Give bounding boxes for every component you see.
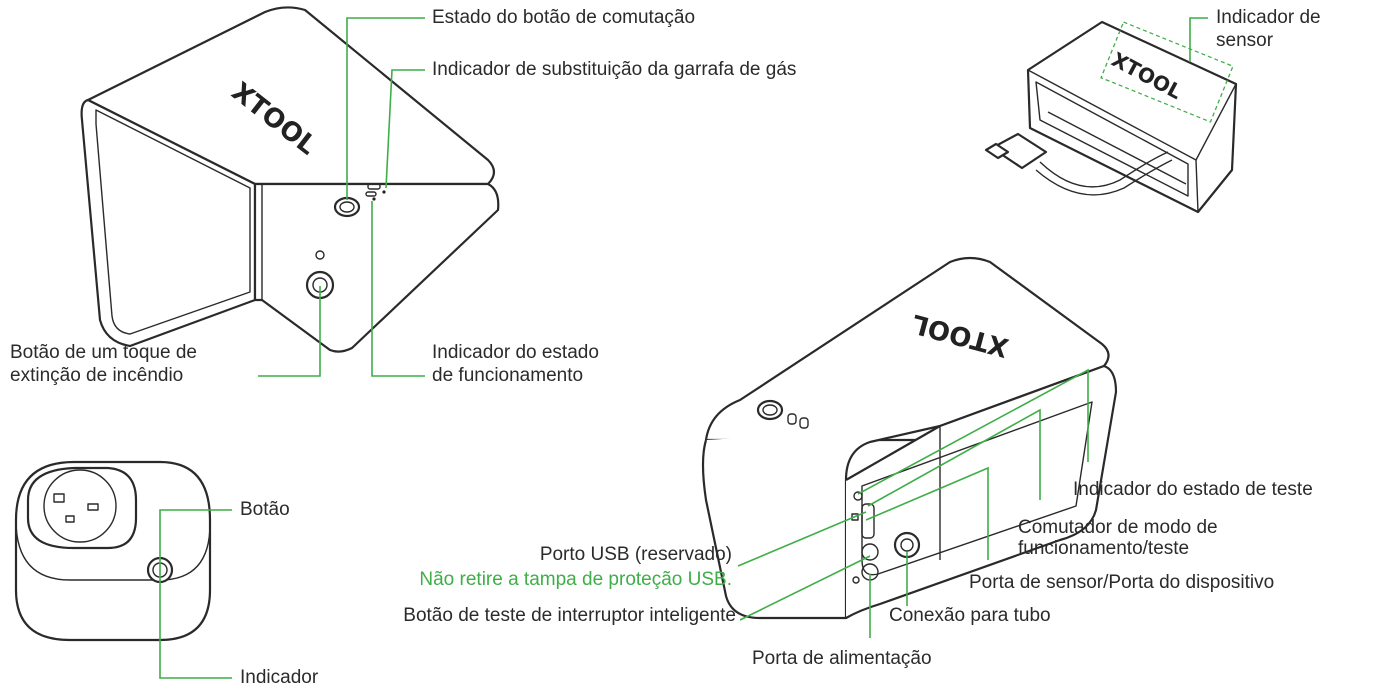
label-sensor-indicator-line1: Indicador de — [1216, 7, 1321, 28]
sensor-illustration: XTOOL — [984, 20, 1238, 214]
label-usb-warning: Não retire a tampa de proteção USB. — [419, 569, 732, 590]
label-sensor-device-port: Porta de sensor/Porta do dispositivo — [969, 572, 1275, 593]
smart-plug-illustration — [14, 460, 212, 642]
label-plug-indicator: Indicador — [240, 667, 319, 688]
label-sensor-indicator-line2: sensor — [1216, 30, 1274, 51]
label-test-state-indicator: Indicador do estado de teste — [1073, 479, 1313, 500]
label-gas-bottle-replacement-indicator: Indicador de substituição da garrafa de … — [432, 59, 797, 80]
main-unit-rear-illustration: XTOOL — [701, 256, 1118, 620]
label-one-touch-extinguish-line1: Botão de um toque de — [10, 342, 197, 363]
label-mode-switch-line2: funcionamento/teste — [1018, 538, 1190, 559]
label-mode-switch-line1: Comutador de modo de — [1018, 517, 1218, 538]
label-power-port: Porta de alimentação — [752, 648, 932, 669]
label-smart-switch-test-button: Botão de teste de interruptor inteligent… — [403, 605, 736, 626]
main-unit-front-illustration: XTOOL — [80, 6, 500, 353]
label-operating-state-line2: de funcionamento — [432, 365, 584, 386]
label-one-touch-extinguish-line2: extinção de incêndio — [10, 365, 184, 386]
label-switch-button-state: Estado do botão de comutação — [432, 7, 696, 28]
leader-lines — [159, 17, 1208, 679]
label-usb-port: Porto USB (reservado) — [539, 544, 732, 565]
label-plug-button: Botão — [240, 499, 290, 520]
label-operating-state-line1: Indicador do estado — [432, 342, 599, 363]
label-tube-connection: Conexão para tubo — [889, 605, 1051, 626]
